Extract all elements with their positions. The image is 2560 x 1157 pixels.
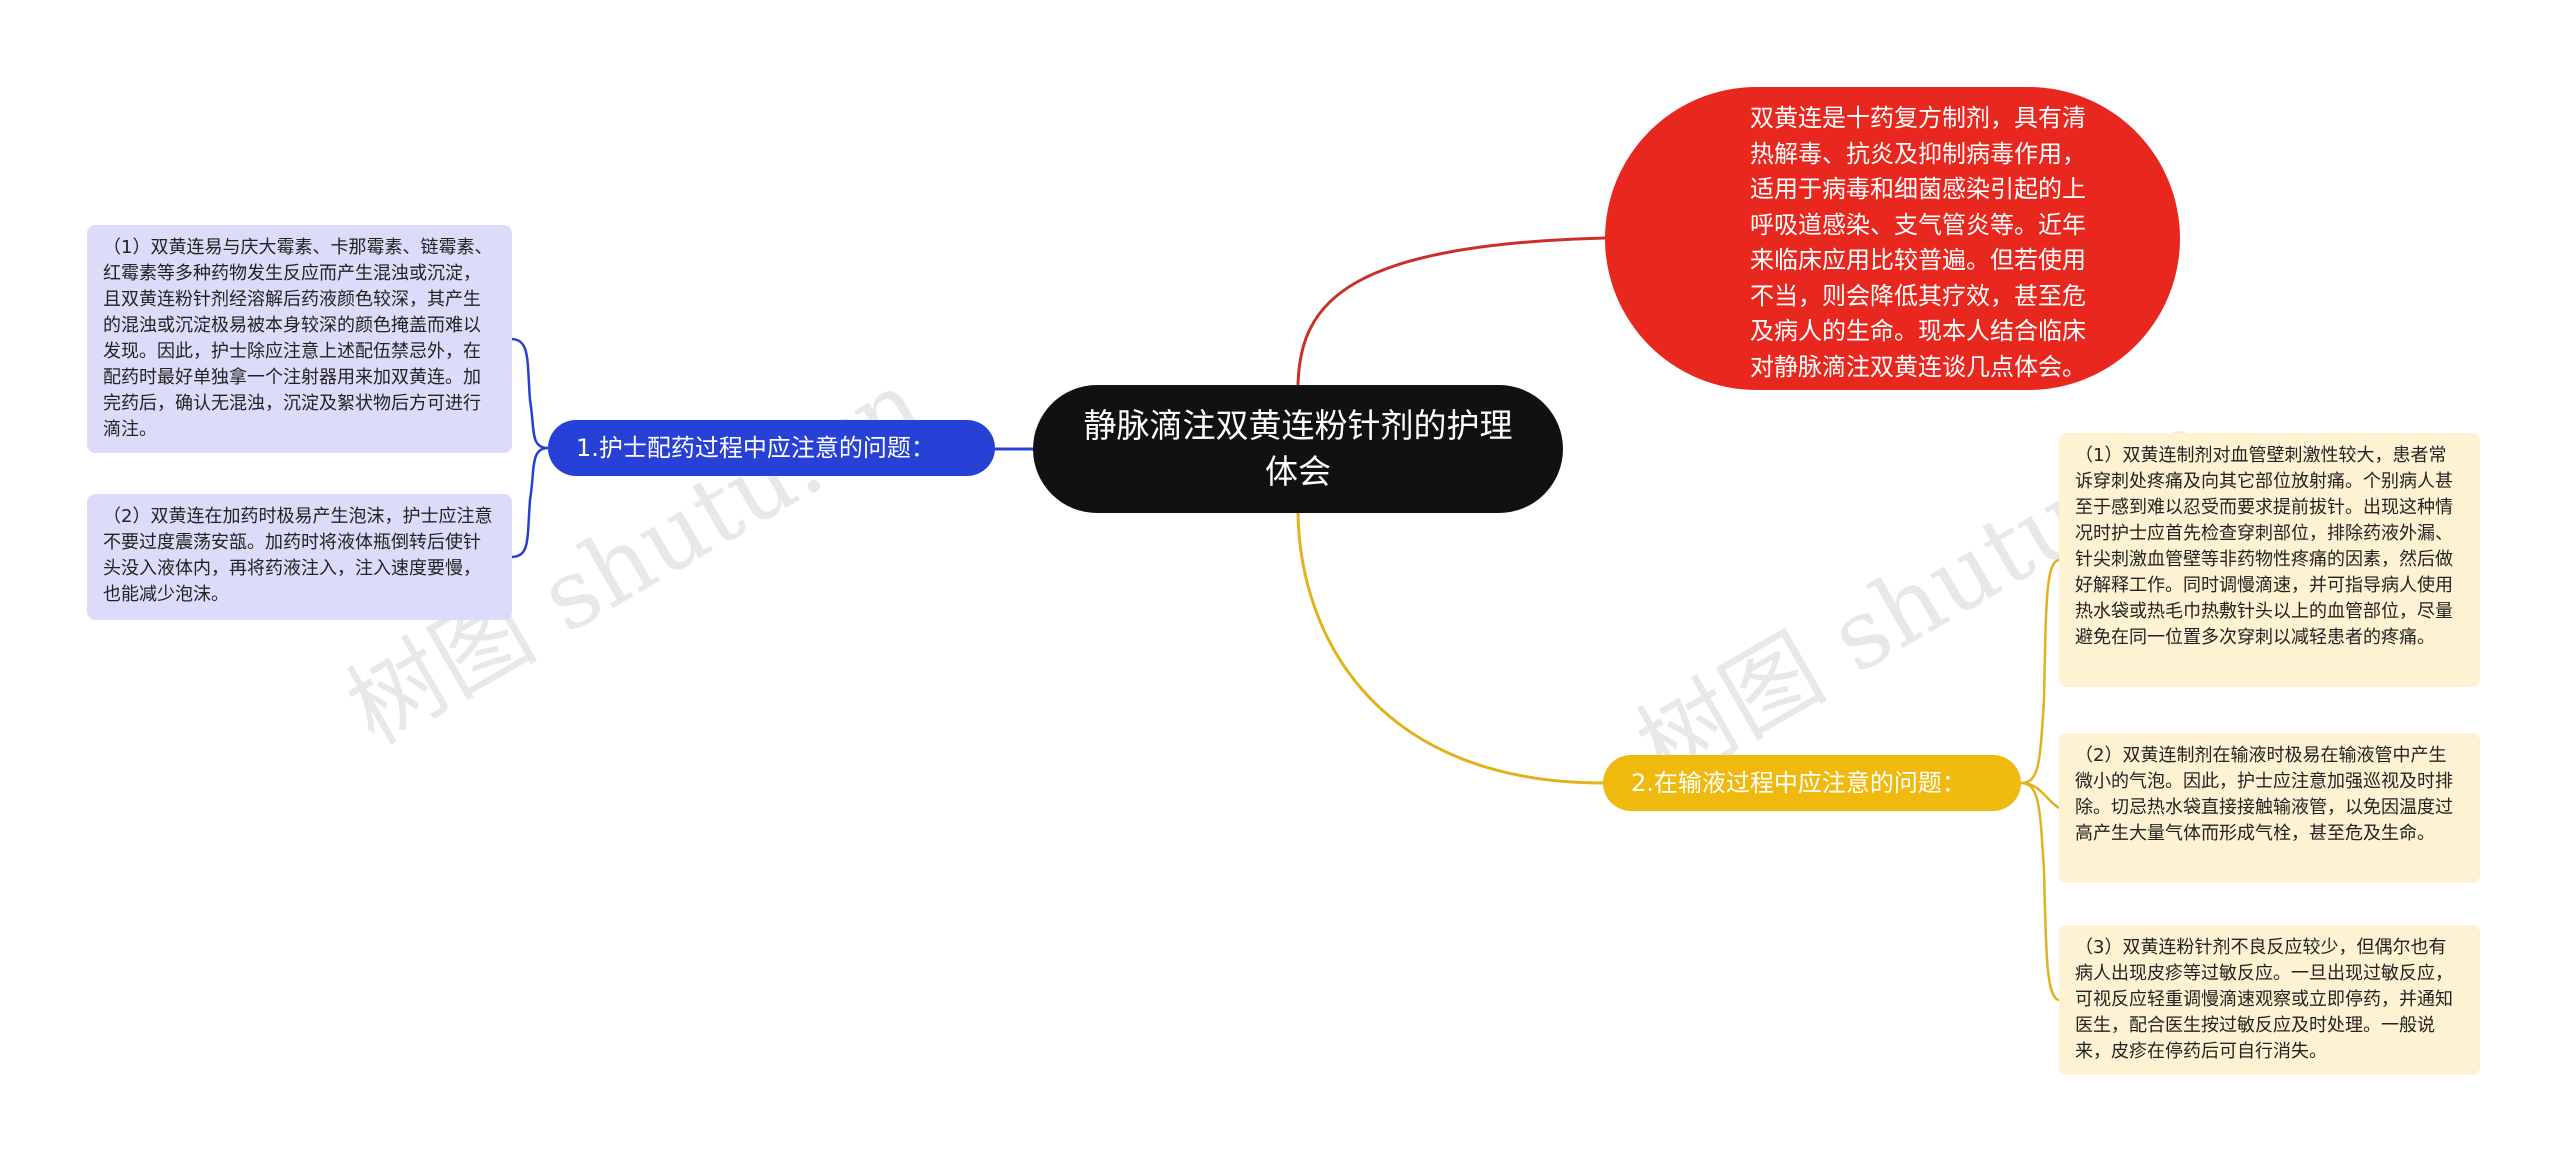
leaf-text: （2）双黄连制剂在输液时极易在输液管中产生微小的气泡。因此，护士应注意加强巡视及… — [2075, 745, 2453, 844]
leaf-node[interactable]: （1）双黄连易与庆大霉素、卡那霉素、链霉素、红霉素等多种药物发生反应而产生混浊或… — [87, 225, 512, 453]
central-topic[interactable]: 静脉滴注双黄连粉针剂的护理体会 — [1033, 385, 1563, 513]
leaf-text: （2）双黄连在加药时极易产生泡沫，护士应注意不要过度震荡安瓿。加药时将液体瓶倒转… — [103, 506, 493, 605]
leaf-text: （1）双黄连制剂对血管壁刺激性较大，患者常诉穿刺处疼痛及向其它部位放射痛。个别病… — [2075, 445, 2453, 648]
leaf-node[interactable]: （1）双黄连制剂对血管壁刺激性较大，患者常诉穿刺处疼痛及向其它部位放射痛。个别病… — [2059, 433, 2480, 687]
intro-text: 双黄连是十药复方制剂，具有清热解毒、抗炎及抑制病毒作用，适用于病毒和细菌感染引起… — [1750, 104, 2086, 381]
connector-branch2-leaves — [2020, 558, 2060, 1002]
leaf-node[interactable]: （3）双黄连粉针剂不良反应较少，但偶尔也有病人出现皮疹等过敏反应。一旦出现过敏反… — [2059, 925, 2480, 1075]
branch-node-infusion[interactable]: 2.在输液过程中应注意的问题： — [1603, 755, 2021, 811]
intro-node[interactable]: 双黄连是十药复方制剂，具有清热解毒、抗炎及抑制病毒作用，适用于病毒和细菌感染引起… — [1605, 87, 2180, 390]
leaf-node[interactable]: （2）双黄连在加药时极易产生泡沫，护士应注意不要过度震荡安瓿。加药时将液体瓶倒转… — [87, 494, 512, 620]
central-topic-text: 静脉滴注双黄连粉针剂的护理体会 — [1083, 406, 1513, 491]
connector-branch1-leaves — [511, 337, 549, 559]
leaf-text: （1）双黄连易与庆大霉素、卡那霉素、链霉素、红霉素等多种药物发生反应而产生混浊或… — [103, 237, 493, 440]
branch-node-dispensing[interactable]: 1.护士配药过程中应注意的问题： — [548, 420, 995, 476]
branch-label: 1.护士配药过程中应注意的问题： — [576, 434, 935, 462]
leaf-text: （3）双黄连粉针剂不良反应较少，但偶尔也有病人出现皮疹等过敏反应。一旦出现过敏反… — [2075, 937, 2453, 1062]
connector-center-intro — [1296, 236, 1606, 386]
leaf-node[interactable]: （2）双黄连制剂在输液时极易在输液管中产生微小的气泡。因此，护士应注意加强巡视及… — [2059, 733, 2480, 883]
branch-label: 2.在输液过程中应注意的问题： — [1631, 769, 1966, 797]
connector-center-branch2 — [1296, 512, 1604, 785]
